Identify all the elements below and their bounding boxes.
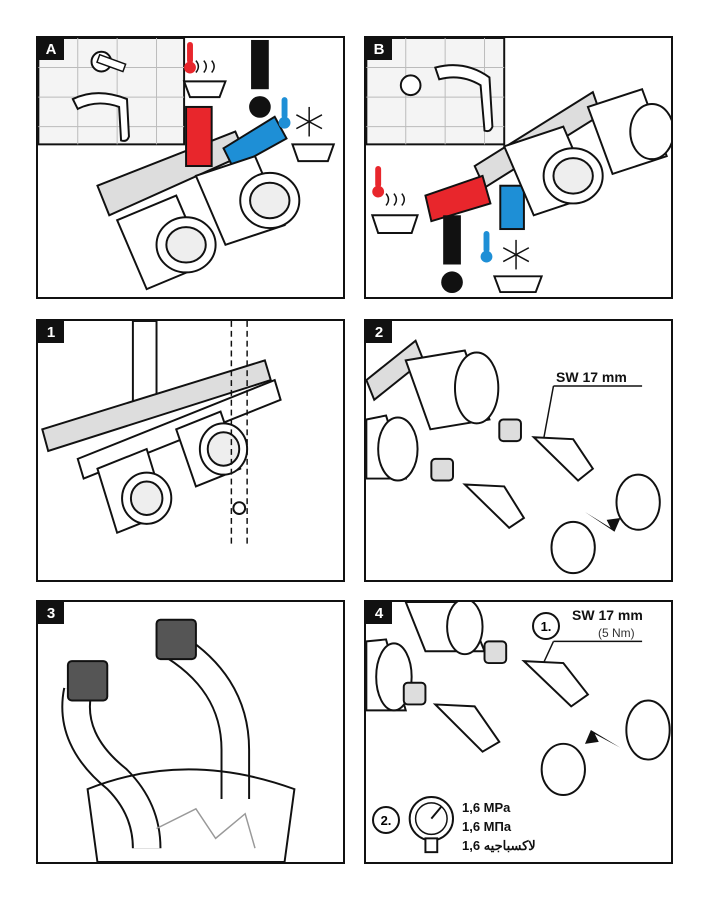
cold-thermometer-icon bbox=[480, 231, 493, 263]
valve-cylinder-back bbox=[404, 349, 500, 431]
panel-3-illustration bbox=[61, 618, 296, 862]
panel-4: 4 1. SW 17 mm (5 Nm) 2. 1,6 MPa 1,6 МПа … bbox=[364, 600, 673, 864]
mounting-bracket bbox=[41, 359, 272, 453]
panel-b-illustration bbox=[366, 38, 671, 294]
snowflake-icon bbox=[492, 239, 544, 294]
torque-label: (5 Nm) bbox=[598, 626, 635, 640]
cold-pipe bbox=[222, 115, 288, 170]
warning-exclamation-icon bbox=[441, 215, 463, 294]
step-1-marker: 1. bbox=[532, 612, 560, 640]
wall-tile-inset bbox=[366, 38, 506, 146]
panel-3: 3 bbox=[36, 600, 345, 864]
cold-pipe bbox=[499, 184, 525, 231]
bucket-outline bbox=[86, 768, 296, 862]
hex-nipple-icon bbox=[402, 640, 508, 706]
hot-pipe bbox=[185, 105, 213, 168]
valve-cylinder-front bbox=[115, 194, 217, 291]
stop-valve-icon bbox=[462, 436, 595, 530]
cover-ring-icon bbox=[540, 699, 671, 797]
panel-4-illustration bbox=[366, 602, 671, 854]
panel-1: 1 bbox=[36, 319, 345, 582]
pressure-line-cyrillic: 1,6 МПа bbox=[462, 819, 512, 834]
panel-2-badge: 2 bbox=[366, 321, 392, 343]
panel-3-badge: 3 bbox=[38, 602, 64, 624]
hot-thermometer-icon bbox=[370, 166, 419, 234]
panel-b: B bbox=[364, 36, 673, 299]
step-2-marker: 2. bbox=[372, 806, 400, 834]
panel-2-illustration bbox=[366, 339, 661, 575]
valve-cylinder-back bbox=[194, 154, 301, 247]
stop-valve-icon bbox=[432, 659, 590, 753]
pressure-line-arabic: 1,6 لاكسباجيه bbox=[462, 838, 536, 853]
pressure-label: 1,6 MPa 1,6 МПа 1,6 لاكسباجيه bbox=[462, 798, 536, 855]
hex-nipple-icon bbox=[430, 418, 522, 482]
valve-cylinder-front bbox=[96, 447, 173, 535]
wall-tile-inset bbox=[38, 38, 186, 146]
pressure-gauge-icon bbox=[408, 796, 454, 854]
direction-arrow-icon bbox=[584, 512, 621, 532]
hose-connector-icon bbox=[66, 618, 197, 702]
hot-thermometer-icon bbox=[182, 41, 227, 99]
panel-a-illustration bbox=[38, 38, 336, 291]
wrench-size-label: SW 17 mm bbox=[572, 607, 643, 623]
water-splash-icon bbox=[156, 807, 256, 849]
snowflake-icon bbox=[291, 106, 336, 163]
panel-1-illustration bbox=[41, 321, 282, 548]
wall-screw-icon bbox=[232, 501, 247, 516]
pressure-line-mpa: 1,6 MPa bbox=[462, 800, 511, 815]
valve-cylinder-front bbox=[502, 125, 604, 217]
valve-cylinder-back bbox=[174, 410, 249, 488]
valve-cylinder-back bbox=[404, 602, 486, 656]
cover-ring-icon bbox=[550, 473, 661, 575]
valve-cylinder-back bbox=[586, 87, 671, 176]
panel-1-badge: 1 bbox=[38, 321, 64, 343]
panel-2: 2 SW 17 mm bbox=[364, 319, 673, 582]
panel-a: A bbox=[36, 36, 345, 299]
wall-guide-dashed bbox=[230, 321, 248, 548]
hot-pipe bbox=[424, 174, 492, 223]
wrench-size-label: SW 17 mm bbox=[556, 369, 627, 385]
panel-4-badge: 4 bbox=[366, 602, 392, 624]
cold-thermometer-icon bbox=[278, 97, 291, 129]
valve-cylinder-front bbox=[366, 414, 419, 482]
panel-b-badge: B bbox=[366, 38, 392, 60]
warning-exclamation-icon bbox=[249, 39, 271, 118]
panel-a-badge: A bbox=[38, 38, 64, 60]
direction-arrow-icon bbox=[584, 730, 621, 748]
